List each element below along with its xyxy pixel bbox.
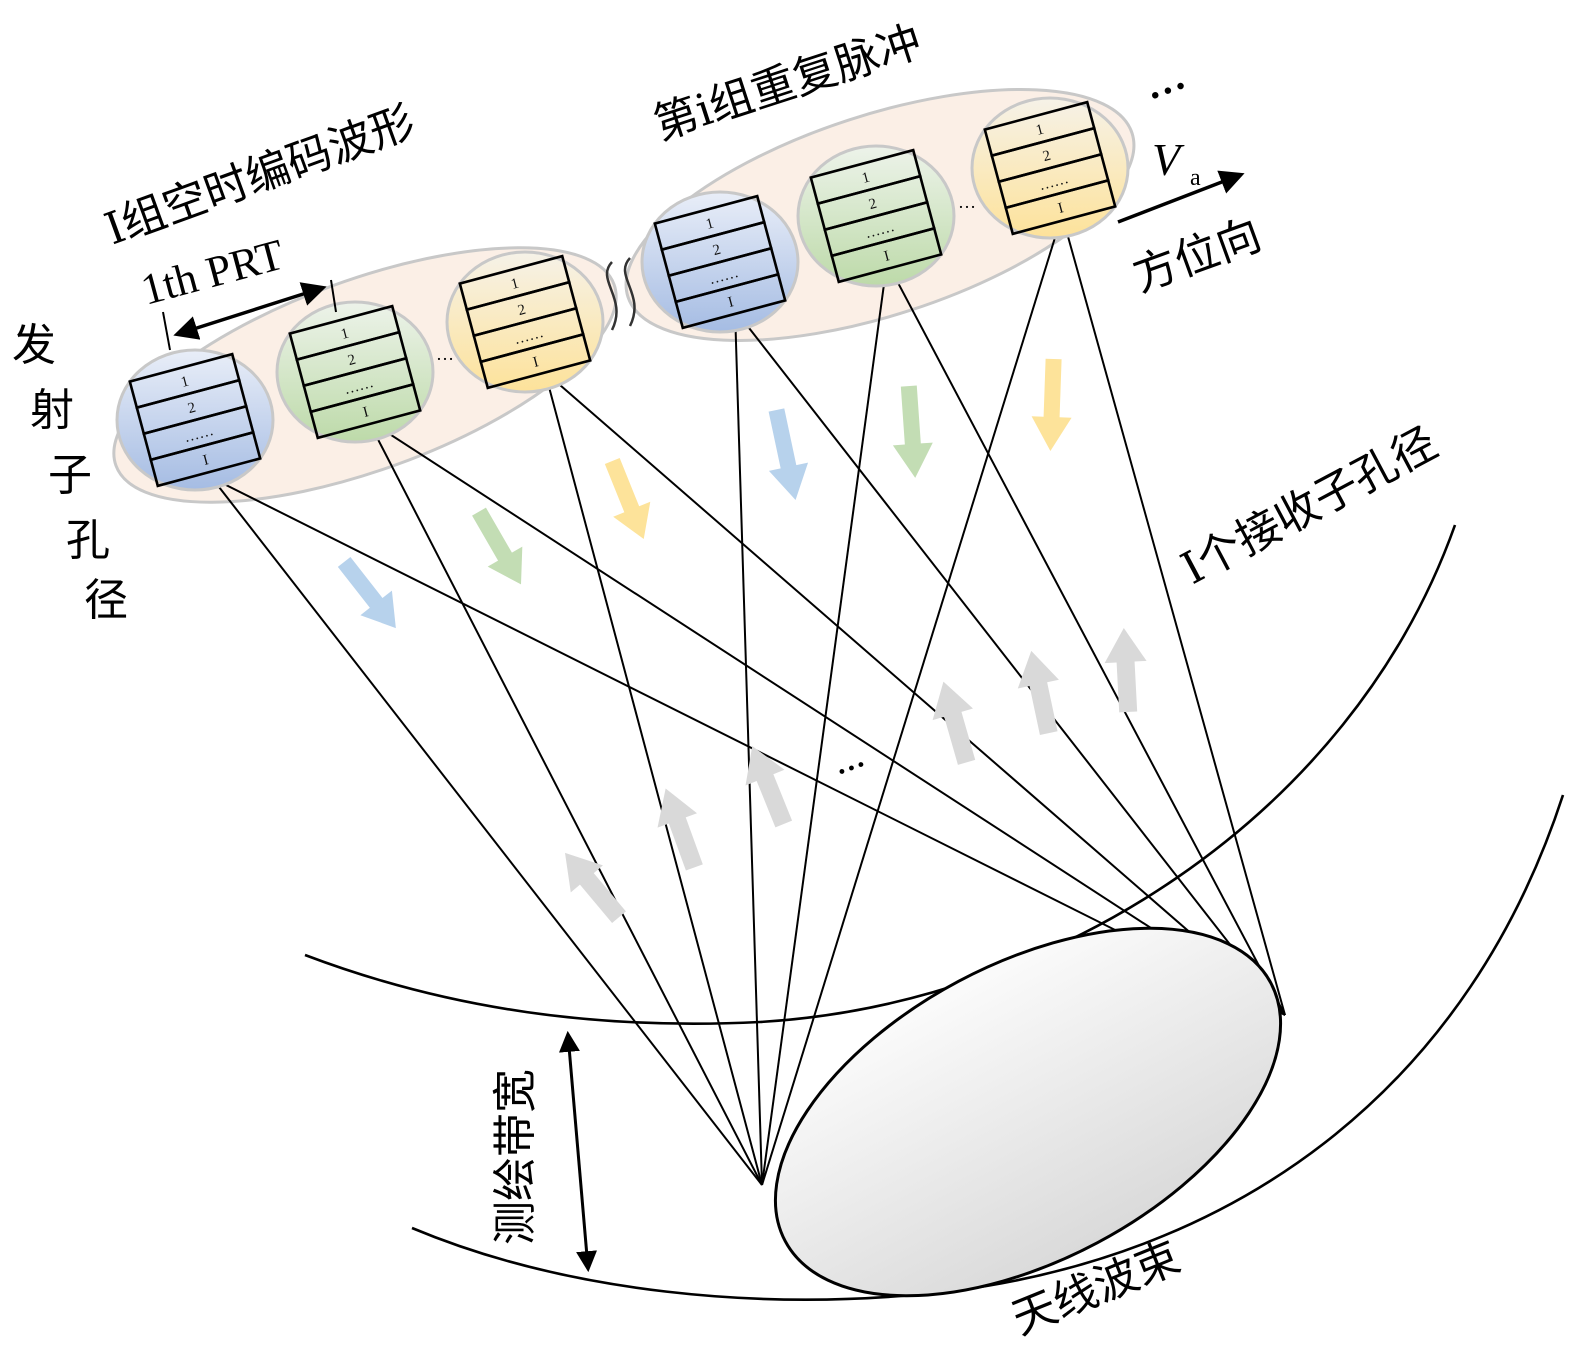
far-range-arc bbox=[411, 794, 1565, 1301]
pulse-row-label: 2 bbox=[346, 352, 357, 369]
pulse-row-label: 1 bbox=[179, 374, 190, 391]
rays-ellipsis: … bbox=[829, 740, 868, 781]
first-group-subaperture-blue: 1 2 …… I bbox=[115, 348, 275, 492]
subaperture-stacks: 12……I12……I12……I12……I12……I12……I bbox=[115, 96, 1130, 492]
arrow-up-gray-icon bbox=[745, 746, 793, 828]
pulse-row-label: I bbox=[726, 294, 735, 311]
transmit-subaperture-label: 发 射 子 孔 径 bbox=[12, 320, 128, 626]
transmit-char: 射 bbox=[30, 385, 74, 436]
pulse-row-label: 1 bbox=[704, 216, 715, 233]
pulse-row bbox=[674, 272, 787, 330]
first-group-subaperture-yellow: 1 2 …… I bbox=[445, 250, 605, 394]
pulse-stack: 1 2 …… I bbox=[458, 254, 592, 390]
pulse-row-label: I bbox=[201, 452, 210, 469]
pulse-row-label: 2 bbox=[186, 400, 197, 417]
continuation-dots: … bbox=[1138, 52, 1191, 108]
dots-between-first: … bbox=[436, 344, 454, 364]
ith-group-subaperture-yellow: 1 2 …… I bbox=[970, 96, 1130, 240]
pulse-stack: 1 2 …… I bbox=[288, 304, 422, 440]
pulse-row-label: …… bbox=[342, 375, 375, 398]
pulse-row-label: I bbox=[882, 248, 891, 265]
pulse-row-label: 2 bbox=[516, 302, 527, 319]
pulse-row-label: 1 bbox=[1034, 122, 1045, 139]
near-range-arc bbox=[304, 524, 1457, 1025]
arrow-down-yellow-icon bbox=[1031, 358, 1072, 451]
pulse-row-label: …… bbox=[1037, 171, 1070, 194]
arrow-down-green-icon bbox=[472, 507, 523, 585]
arrow-down-green-icon bbox=[892, 385, 933, 478]
pulse-stack: 1 2 …… I bbox=[653, 194, 787, 330]
velocity-label: V a bbox=[1152, 134, 1201, 191]
pulse-row-label: 2 bbox=[867, 196, 878, 213]
pulse-row bbox=[309, 382, 422, 440]
break-mark bbox=[605, 257, 636, 331]
arrow-up-gray-icon bbox=[1017, 650, 1059, 735]
pulse-row-label: 2 bbox=[1041, 148, 1052, 165]
velocity-subscript: a bbox=[1190, 165, 1201, 191]
ray-lines bbox=[211, 214, 1286, 1186]
pulse-row-label: …… bbox=[707, 265, 740, 288]
arrow-up-gray-icon bbox=[1104, 628, 1147, 713]
ith-group-subaperture-blue: 1 2 …… I bbox=[640, 190, 800, 334]
prt-tick-right bbox=[330, 279, 337, 313]
swath-width-arrow bbox=[558, 1030, 598, 1273]
pulse-row-label: I bbox=[361, 404, 370, 421]
pulse-row-label: …… bbox=[182, 423, 215, 446]
pulse-row bbox=[149, 430, 262, 488]
pulse-stack: 1 2 …… I bbox=[983, 100, 1117, 236]
arrow-down-blue-icon bbox=[337, 556, 396, 629]
pulse-row bbox=[830, 226, 943, 284]
prt-label: 1th PRT bbox=[136, 230, 289, 315]
swath-width-label: 测绘带宽 bbox=[490, 1069, 541, 1245]
azimuth-label: 方位向 bbox=[1126, 209, 1267, 302]
pulse-row-label: I bbox=[1056, 200, 1065, 217]
coded-waveforms-label: I组空时编码波形 bbox=[98, 96, 421, 255]
transmit-char: 发 bbox=[12, 320, 56, 371]
prt-dimension-arrow bbox=[173, 282, 327, 340]
arrow-up-gray-icon bbox=[657, 788, 703, 871]
arrow-down-blue-icon bbox=[768, 408, 809, 500]
pulse-row-label: 1 bbox=[509, 276, 520, 293]
pulse-row-label: I bbox=[531, 354, 540, 371]
arrow-up-gray-icon bbox=[565, 852, 626, 923]
pulse-row-label: 2 bbox=[711, 242, 722, 259]
transmit-char: 径 bbox=[84, 575, 128, 626]
azimuth-velocity-arrow bbox=[1117, 170, 1245, 224]
pulse-row-label: 1 bbox=[339, 326, 350, 343]
pulse-row bbox=[1004, 178, 1117, 236]
first-group-subaperture-green: 1 2 …… I bbox=[275, 300, 435, 444]
velocity-symbol: V bbox=[1152, 134, 1185, 185]
pulse-row-label: 1 bbox=[860, 170, 871, 187]
receive-subapertures-label: I个接收子孔径 bbox=[1173, 418, 1445, 595]
arrow-up-gray-icon bbox=[932, 681, 976, 765]
pulse-row-label: …… bbox=[512, 325, 545, 348]
transmit-char: 子 bbox=[48, 450, 92, 501]
ith-group-subaperture-green: 1 2 …… I bbox=[796, 144, 956, 288]
pulse-stack: 1 2 …… I bbox=[128, 352, 262, 488]
pulse-row bbox=[479, 332, 592, 390]
transmit-char: 孔 bbox=[66, 515, 110, 566]
prt-tick-left bbox=[162, 311, 171, 351]
pulse-row-label: …… bbox=[863, 219, 896, 242]
arrow-down-yellow-icon bbox=[604, 458, 651, 539]
pulse-stack: 1 2 …… I bbox=[809, 148, 943, 284]
antenna-beam-footprint bbox=[773, 926, 1283, 1298]
receive-arrows bbox=[565, 628, 1147, 923]
dots-between-ith: … bbox=[958, 192, 976, 212]
transmit-arrows bbox=[337, 358, 1072, 629]
